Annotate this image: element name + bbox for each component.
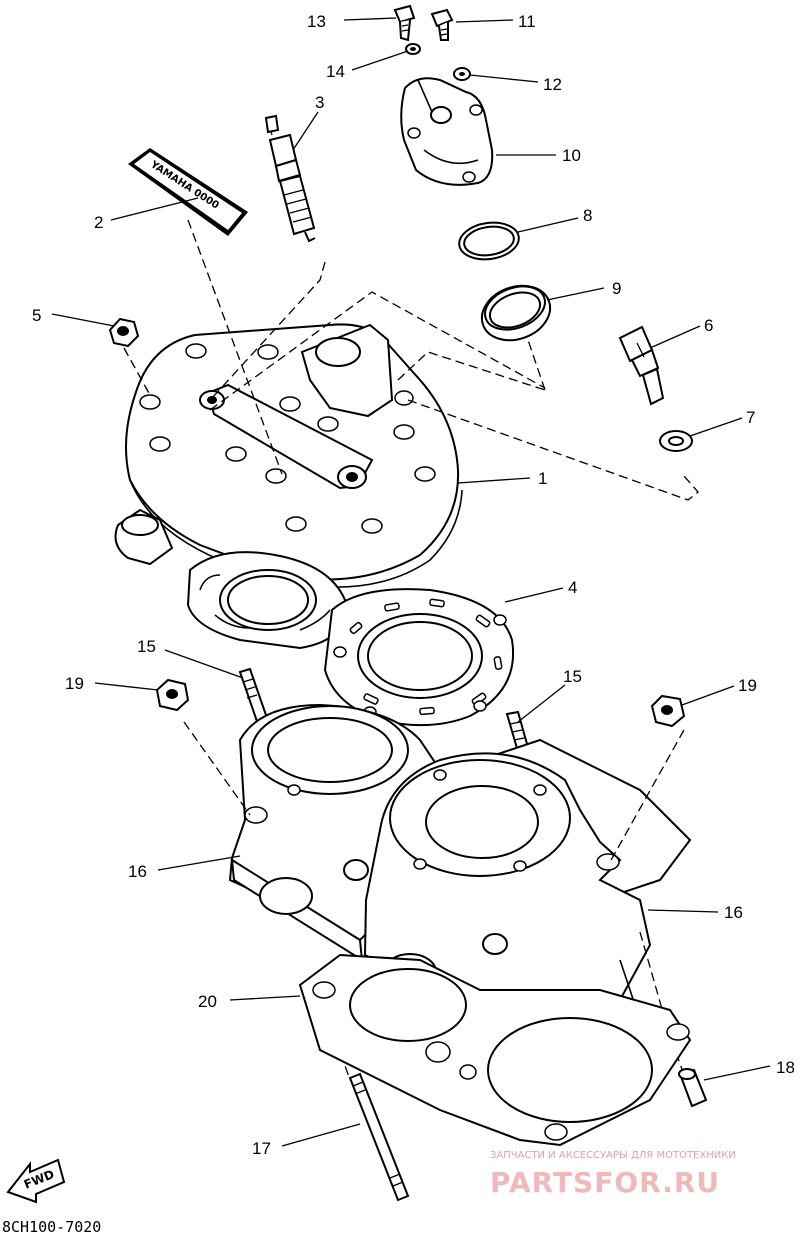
plug-assembly-line bbox=[211, 261, 326, 399]
washer-12 bbox=[453, 67, 471, 81]
gasket-4-coolant-slots bbox=[349, 598, 503, 716]
callout-15-right: 15 bbox=[563, 667, 582, 686]
temperature-sensor-6 bbox=[618, 325, 665, 406]
nut-19-left-line bbox=[183, 721, 251, 816]
watermark-line1: ЗАПЧАСТИ И АКСЕССУАРЫ ДЛЯ МОТОТЕХНИКИ bbox=[490, 1150, 736, 1161]
callout-10: 10 bbox=[562, 146, 581, 165]
callout-1: 1 bbox=[538, 469, 547, 488]
base-gasket-20 bbox=[298, 953, 692, 1147]
washer-7 bbox=[659, 430, 693, 452]
bolt-13 bbox=[393, 4, 416, 42]
callout-8: 8 bbox=[583, 206, 592, 225]
nut-19-left bbox=[155, 678, 190, 712]
cylinder-head-1 bbox=[114, 323, 463, 588]
callout-12: 12 bbox=[543, 75, 562, 94]
callout-5: 5 bbox=[32, 306, 41, 325]
o-ring-8 bbox=[458, 221, 520, 261]
head-bolt-bosses bbox=[139, 343, 436, 534]
stud-18 bbox=[678, 1068, 708, 1108]
bolt-11 bbox=[430, 8, 454, 41]
callout-18: 18 bbox=[776, 1058, 795, 1077]
outlet-assembly-line-a bbox=[209, 291, 546, 411]
callout-3: 3 bbox=[315, 93, 324, 112]
callout-13: 13 bbox=[307, 12, 326, 31]
callout-9: 9 bbox=[612, 279, 621, 298]
callout-2: 2 bbox=[94, 213, 103, 232]
diagram-code: 8CH100-7020 bbox=[2, 1218, 101, 1236]
callout-19-left: 19 bbox=[65, 674, 84, 693]
nut-5 bbox=[108, 317, 140, 348]
stud-17 bbox=[348, 1072, 410, 1202]
callout-6: 6 bbox=[704, 316, 713, 335]
callout-7: 7 bbox=[746, 408, 755, 427]
callout-16-left: 16 bbox=[128, 862, 147, 881]
nut-assembly-line bbox=[123, 347, 151, 396]
outlet-assembly-line-b bbox=[397, 339, 546, 391]
washer-14 bbox=[405, 43, 421, 55]
thermostat-cover-10 bbox=[400, 77, 494, 186]
callout-4: 4 bbox=[568, 578, 577, 597]
callout-19-right: 19 bbox=[738, 676, 757, 695]
callout-leaders bbox=[51, 17, 771, 1147]
callout-11: 11 bbox=[518, 12, 536, 31]
decal-assembly-line bbox=[187, 219, 283, 475]
fwd-arrow-icon: FWD bbox=[6, 1158, 66, 1204]
warning-decal-2: YAMAHA 0000 bbox=[128, 148, 248, 236]
nut-19-right bbox=[650, 694, 686, 728]
nut-19-right-line bbox=[609, 729, 685, 863]
spark-plug-3 bbox=[264, 114, 316, 243]
callout-16-right: 16 bbox=[724, 903, 743, 922]
callout-20: 20 bbox=[198, 992, 217, 1011]
watermark: ЗАПЧАСТИ И АКСЕССУАРЫ ДЛЯ МОТОТЕХНИКИ PA… bbox=[490, 1150, 736, 1199]
seal-9 bbox=[480, 284, 552, 342]
callout-15-left: 15 bbox=[137, 637, 156, 656]
sensor-assembly-line bbox=[407, 399, 699, 501]
callout-17: 17 bbox=[252, 1139, 271, 1158]
callout-labels: 13 11 14 12 3 10 2 8 9 5 6 7 1 4 15 15 1… bbox=[32, 12, 795, 1158]
watermark-line2: PARTSFOR.RU bbox=[490, 1166, 720, 1199]
head-gasket-4 bbox=[323, 588, 514, 727]
callout-14: 14 bbox=[326, 62, 345, 81]
